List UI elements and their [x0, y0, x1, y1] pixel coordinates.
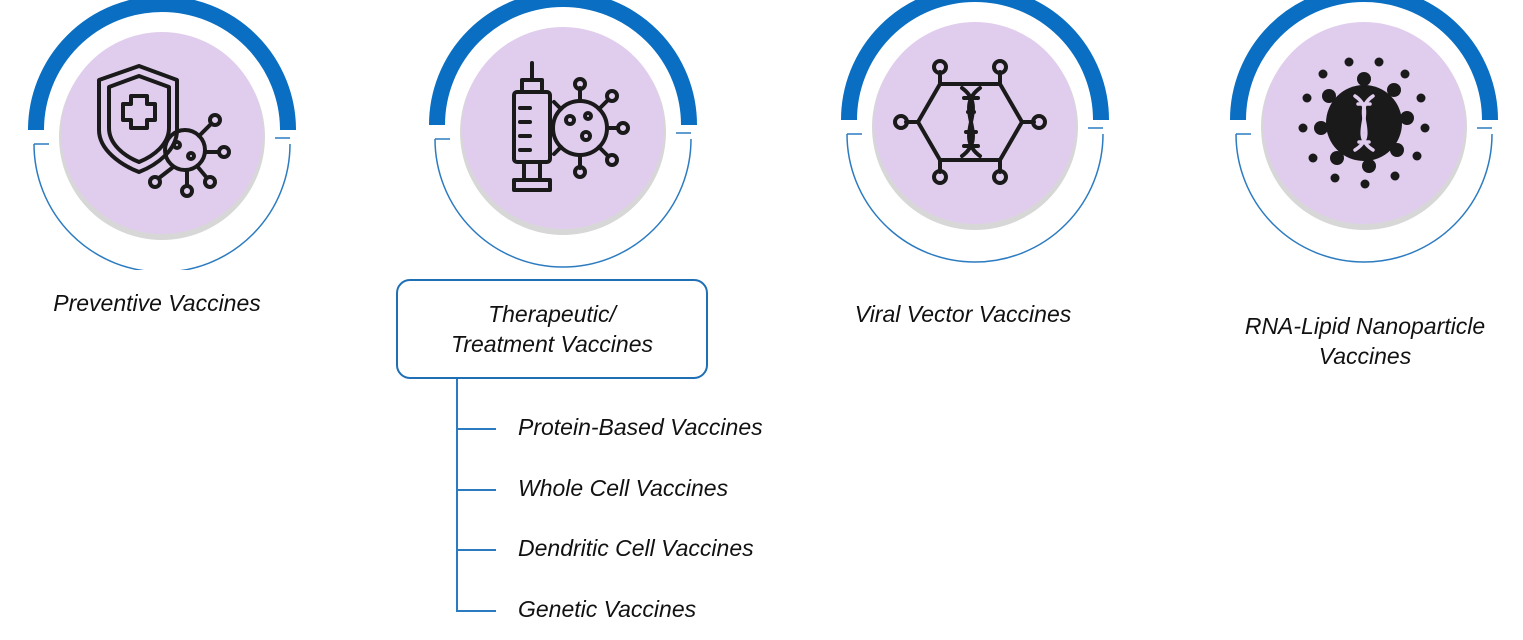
- therapeutic-badge: [429, 0, 697, 268]
- rna-lipid-badge: [1230, 0, 1498, 263]
- subtype-label: Genetic Vaccines: [518, 596, 697, 622]
- tree-branch-line: [456, 610, 496, 612]
- subtype-label: Whole Cell Vaccines: [518, 475, 729, 501]
- viral-vector-badge: [841, 0, 1109, 263]
- subtype-label: Dendritic Cell Vaccines: [518, 535, 754, 561]
- category-label-rna-lipid: RNA-Lipid Nanoparticle Vaccines: [1244, 313, 1486, 369]
- syringe-virus-icon: [512, 61, 630, 192]
- category-label-preventive: Preventive Vaccines: [53, 290, 261, 316]
- dna-nanoparticle-icon: [1298, 57, 1430, 189]
- tree-branch-line: [456, 428, 496, 430]
- tree-branch-line: [456, 489, 496, 491]
- category-label-viral-vector: Viral Vector Vaccines: [854, 301, 1072, 327]
- shield-virus-icon: [97, 64, 231, 198]
- therapeutic-label-box: Therapeutic/ Treatment Vaccines: [396, 279, 708, 379]
- category-label-therapeutic: Therapeutic/ Treatment Vaccines: [451, 301, 653, 357]
- tree-trunk-line: [456, 379, 458, 611]
- subtype-label: Protein-Based Vaccines: [518, 414, 763, 440]
- preventive-badge: [28, 0, 296, 270]
- dna-hexagon-icon: [893, 59, 1047, 185]
- tree-branch-line: [456, 549, 496, 551]
